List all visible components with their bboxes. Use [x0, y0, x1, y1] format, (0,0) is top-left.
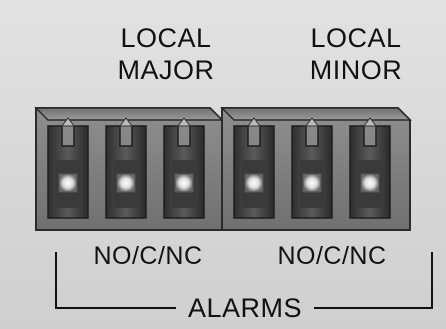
pin-contact [302, 173, 322, 193]
pin-contact [244, 173, 264, 193]
pin-cavity-major-3 [163, 117, 205, 219]
pin-cavity-minor-3 [349, 117, 391, 219]
alarms-label: ALARMS [187, 293, 303, 323]
local-major-line1: LOCAL [120, 23, 212, 53]
contacts-minor-label: NO/C/NC [277, 242, 387, 270]
local-major-label: LOCAL MAJOR [106, 22, 226, 86]
local-major-line2: MAJOR [117, 55, 215, 85]
alarms-bracket [55, 252, 433, 309]
local-minor-line2: MINOR [309, 55, 403, 85]
pin-contact [174, 173, 194, 193]
contacts-major-label: NO/C/NC [93, 242, 203, 270]
pin-cavity-major-2 [105, 117, 147, 219]
pin-contact [116, 173, 136, 193]
pin-contact [58, 173, 78, 193]
pin-contact [360, 173, 380, 193]
local-minor-label: LOCAL MINOR [296, 22, 416, 86]
pin-cavity-major-1 [47, 117, 89, 219]
pin-cavity-minor-2 [291, 117, 333, 219]
pin-cavity-minor-1 [233, 117, 275, 219]
local-minor-line1: LOCAL [310, 23, 402, 53]
